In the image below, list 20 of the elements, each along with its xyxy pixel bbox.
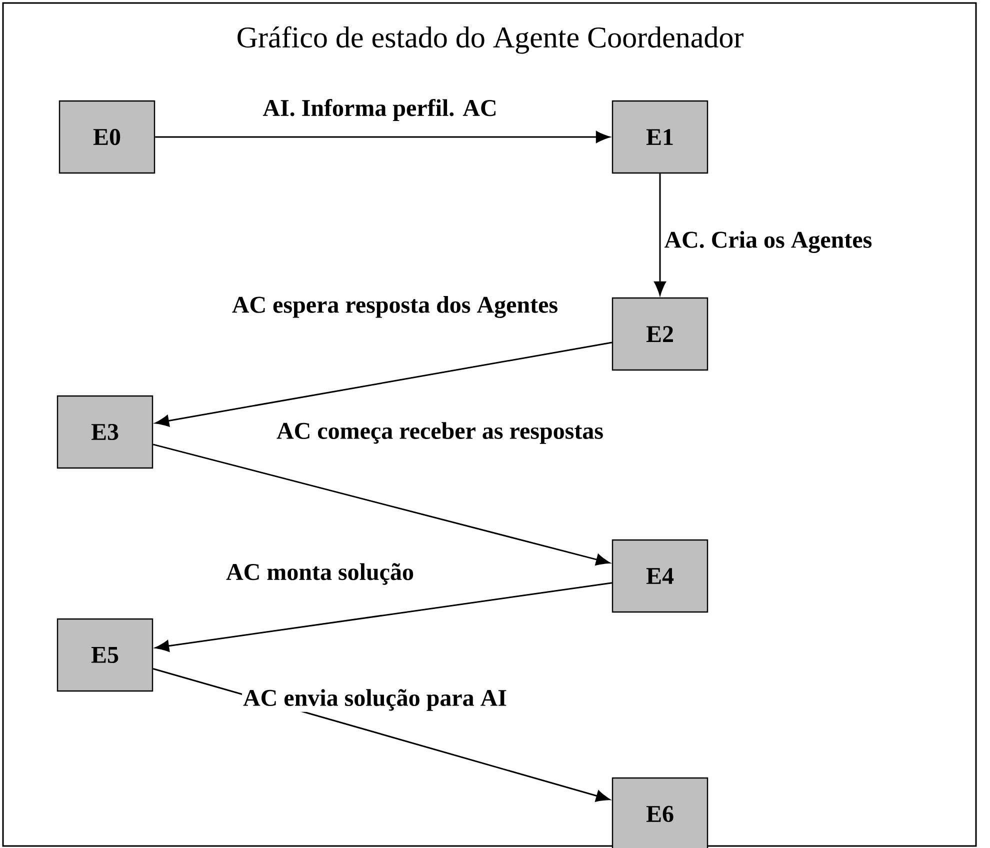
arrow <box>155 131 610 143</box>
arrow <box>155 342 612 427</box>
arrow <box>152 444 610 566</box>
state-box: E2 <box>612 297 708 371</box>
edge-label: AC começa receber as respostas <box>276 421 604 445</box>
state-box: E1 <box>612 100 708 174</box>
edge-label: AC envia solução para AI <box>242 688 508 712</box>
state-box: E3 <box>56 395 154 469</box>
title: Gráfico de estado do Agente Coordenador <box>238 26 744 54</box>
edge-label: AC espera resposta dos Agentes <box>230 295 560 319</box>
edge-label: AC monta solução <box>225 562 415 586</box>
edge-label: AI. Informa perfil. AC <box>262 98 498 122</box>
arrow <box>155 582 612 652</box>
edge-label: AC. Cria os Agentes <box>663 230 874 254</box>
arrow <box>152 668 610 802</box>
state-box: E4 <box>612 539 708 613</box>
state-box: E5 <box>56 618 154 692</box>
arrow <box>654 174 666 296</box>
state-box: E6 <box>612 777 708 848</box>
state-box: E0 <box>58 100 156 174</box>
